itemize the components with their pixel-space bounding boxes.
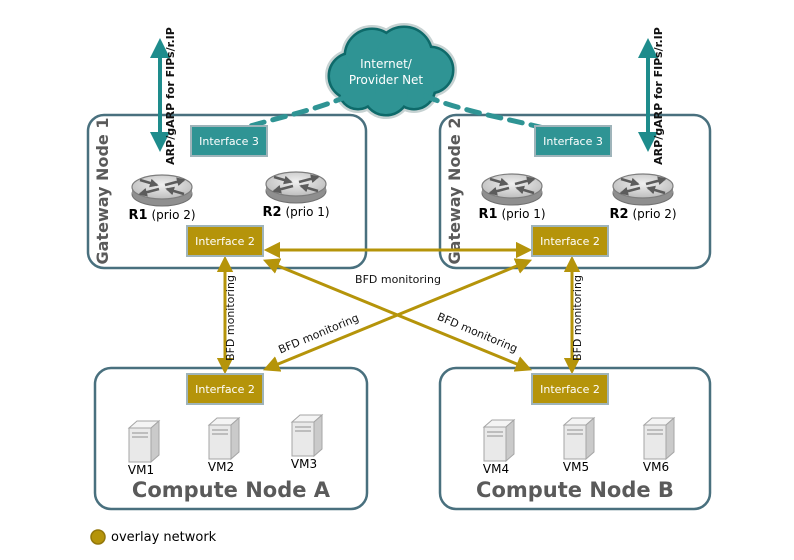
- compute-node-b-title: Compute Node B: [476, 478, 674, 502]
- gw1-interface2-label: Interface 2: [195, 235, 255, 248]
- provider-link-gw1: [234, 93, 351, 133]
- vm3-label: VM3: [291, 457, 317, 471]
- gw1-interface3-label: Interface 3: [199, 135, 259, 148]
- bfd-label-left: BFD monitoring: [224, 275, 237, 361]
- gw2-interface2-box: [531, 225, 609, 257]
- vm1-label: VM1: [128, 463, 154, 477]
- cna-interface2-label: Interface 2: [195, 383, 255, 396]
- router-label-gw1-r1: R1(prio 2): [128, 208, 195, 223]
- interface-boxes: Interface 3 Interface 3 Interface 2 Inte…: [186, 125, 612, 405]
- vm-icons: [127, 413, 676, 464]
- gateway-node-2-title: Gateway Node 2: [445, 118, 464, 265]
- router-label-gw2-r1: R1(prio 1): [478, 207, 545, 222]
- vm1-icon: [127, 419, 161, 464]
- vm2-label: VM2: [208, 460, 234, 474]
- gateway-node-1-title: Gateway Node 1: [93, 118, 112, 265]
- cloud-label-line2: Provider Net: [349, 73, 424, 87]
- vm6-label: VM6: [643, 460, 669, 474]
- router-icon-gw1-r1: [131, 174, 193, 207]
- cna-interface2-box: [186, 373, 264, 405]
- gw2-interface2-label: Interface 2: [540, 235, 600, 248]
- arp-label-left: ARP/gARP for FIPs/r.IP: [164, 27, 177, 165]
- router-label-gw1-r2: R2(prio 1): [262, 205, 329, 220]
- bfd-label-right: BFD monitoring: [571, 275, 584, 361]
- vm6-icon: [642, 416, 676, 461]
- gw1-interface2-box: [186, 225, 264, 257]
- cloud-label-line1: Internet/: [360, 57, 413, 71]
- gw1-interface3-box: [190, 125, 268, 157]
- gw2-interface3-box: [534, 125, 612, 157]
- vm5-icon: [562, 416, 596, 461]
- router-icon-gw2-r1: [481, 173, 543, 206]
- legend-overlay-dot: [90, 529, 106, 545]
- vm3-icon: [290, 413, 324, 458]
- vm4-icon: [482, 418, 516, 463]
- cnb-interface2-label: Interface 2: [540, 383, 600, 396]
- router-label-gw2-r2: R2(prio 2): [609, 207, 676, 222]
- gw2-interface3-label: Interface 3: [543, 135, 603, 148]
- vm5-label: VM5: [563, 460, 589, 474]
- legend: overlay network: [90, 529, 217, 545]
- vm4-label: VM4: [483, 462, 509, 476]
- bfd-label-top: BFD monitoring: [355, 273, 441, 286]
- legend-overlay-label: overlay network: [111, 530, 217, 545]
- arp-label-right: ARP/gARP for FIPs/r.IP: [652, 27, 665, 165]
- router-icon-gw2-r2: [612, 173, 674, 206]
- bfd-arrow-gw2-cna: [262, 258, 533, 372]
- vm2-icon: [207, 416, 241, 461]
- router-icon-gw1-r2: [265, 171, 327, 204]
- cnb-interface2-box: [531, 373, 609, 405]
- compute-node-a-title: Compute Node A: [132, 478, 331, 502]
